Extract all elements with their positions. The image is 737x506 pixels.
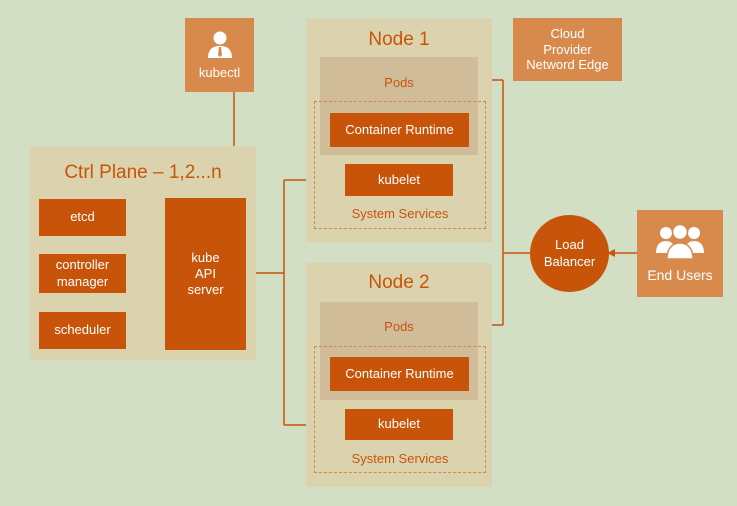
- load-balancer-circle: Load Balancer: [530, 215, 609, 292]
- node2-container-runtime-box: Container Runtime: [330, 357, 469, 391]
- users-group-icon: [654, 223, 706, 263]
- node2-kubelet-box: kubelet: [345, 409, 453, 440]
- node1-system-services-label: System Services: [351, 206, 449, 221]
- user-icon: [207, 30, 233, 62]
- end-users-box: End Users: [637, 210, 723, 297]
- control-plane-title: Ctrl Plane – 1,2...n: [64, 162, 222, 183]
- end-users-label: End Users: [647, 266, 713, 283]
- node1-container-runtime-box: Container Runtime: [330, 113, 469, 147]
- scheduler-box: scheduler: [39, 312, 126, 349]
- node2-title: Node 2: [368, 272, 430, 293]
- kubectl-box: kubectl: [185, 18, 254, 92]
- node2-system-services-area: System Services: [314, 346, 486, 473]
- node1-kubelet-box: kubelet: [345, 164, 453, 196]
- kube-api-server-box: kube API server: [165, 198, 246, 350]
- node1-pods-label: Pods: [384, 75, 414, 90]
- cloud-provider-edge-box: Cloud Provider Netword Edge: [513, 18, 622, 81]
- kubectl-label: kubectl: [198, 64, 241, 80]
- node2-system-services-label: System Services: [351, 451, 449, 466]
- controller-manager-box: controller manager: [39, 254, 126, 293]
- etcd-box: etcd: [39, 199, 126, 236]
- node1-system-services-area: System Services: [314, 101, 486, 229]
- node1-title: Node 1: [368, 29, 430, 50]
- node2-pods-label: Pods: [384, 319, 414, 334]
